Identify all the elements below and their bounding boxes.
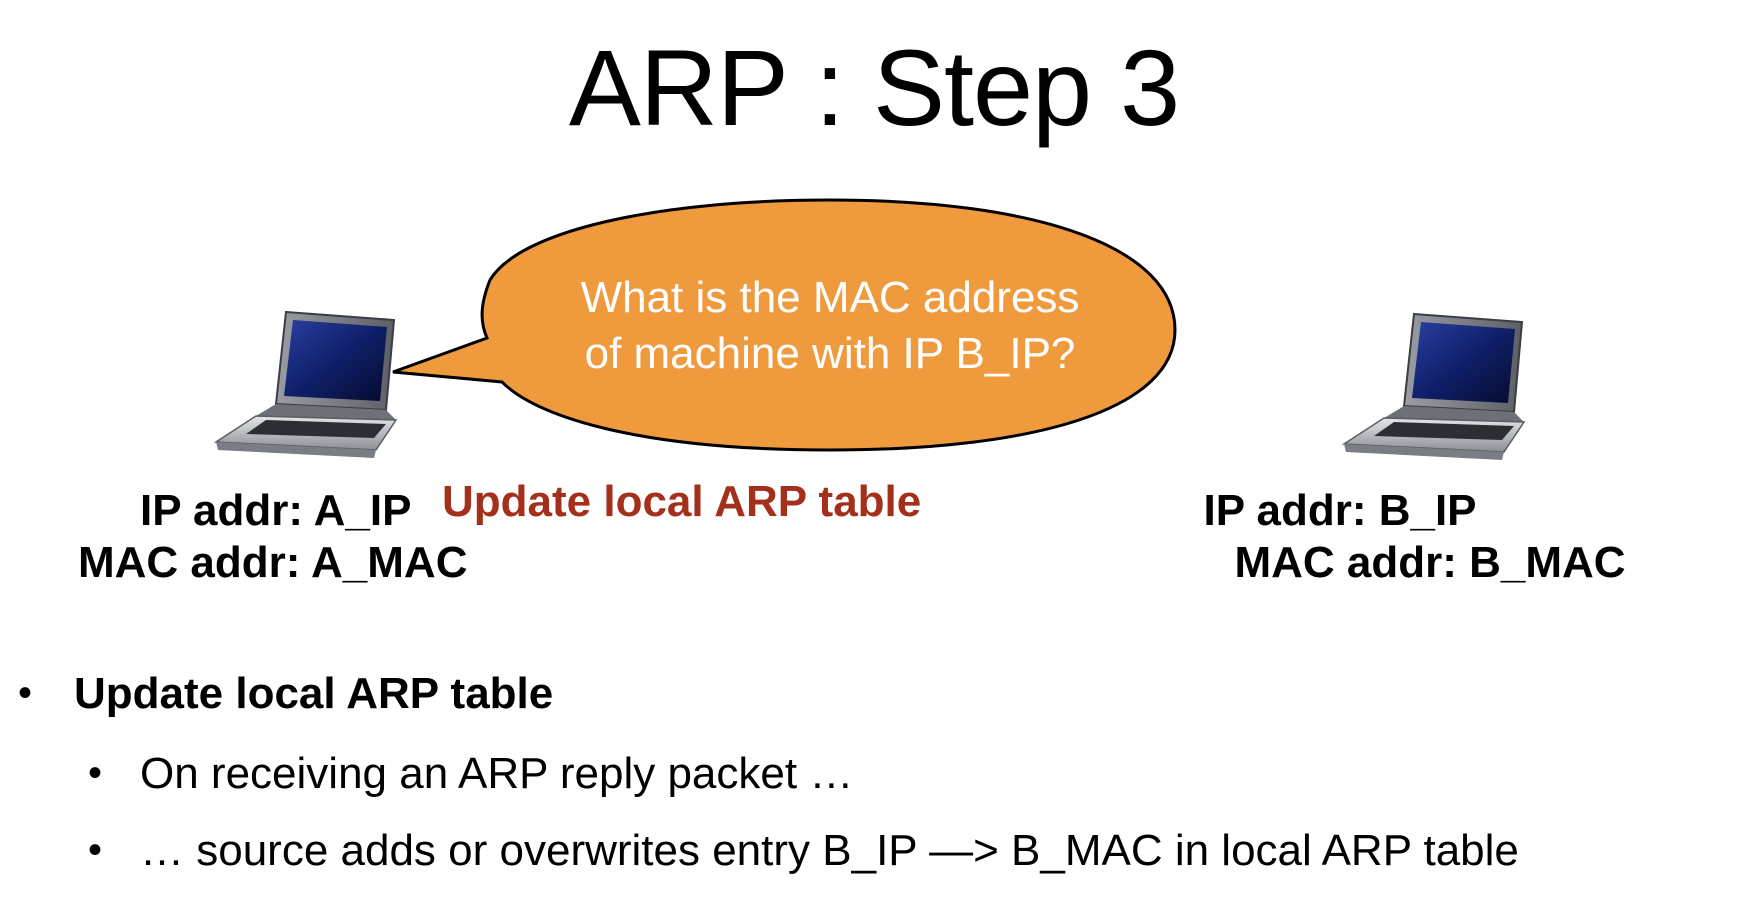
bullet-dot: • bbox=[88, 828, 103, 872]
sub-bullet: … source adds or overwrites entry B_IP —… bbox=[140, 826, 1519, 875]
bullet-dot: • bbox=[18, 671, 33, 715]
speech-bubble-line: of machine with IP B_IP? bbox=[584, 329, 1076, 378]
laptop-icon bbox=[213, 310, 398, 458]
speech-bubble-text: What is the MAC address of machine with … bbox=[520, 270, 1140, 382]
host-b-ip-label: IP addr: B_IP bbox=[1203, 486, 1477, 535]
host-a-ip-label: IP addr: A_IP bbox=[140, 486, 412, 535]
laptop-icon bbox=[1341, 312, 1526, 460]
host-b-mac-label: MAC addr: B_MAC bbox=[1234, 538, 1626, 587]
update-arp-table-label: Update local ARP table bbox=[442, 477, 922, 526]
speech-bubble bbox=[392, 198, 1177, 452]
bullet-main: Update local ARP table bbox=[74, 669, 554, 718]
sub-bullet: On receiving an ARP reply packet … bbox=[140, 749, 854, 798]
host-a-mac-label: MAC addr: A_MAC bbox=[78, 538, 468, 587]
speech-bubble-line: What is the MAC address bbox=[580, 273, 1080, 322]
bullet-dot: • bbox=[88, 751, 103, 795]
slide-title: ARP : Step 3 bbox=[568, 27, 1180, 148]
